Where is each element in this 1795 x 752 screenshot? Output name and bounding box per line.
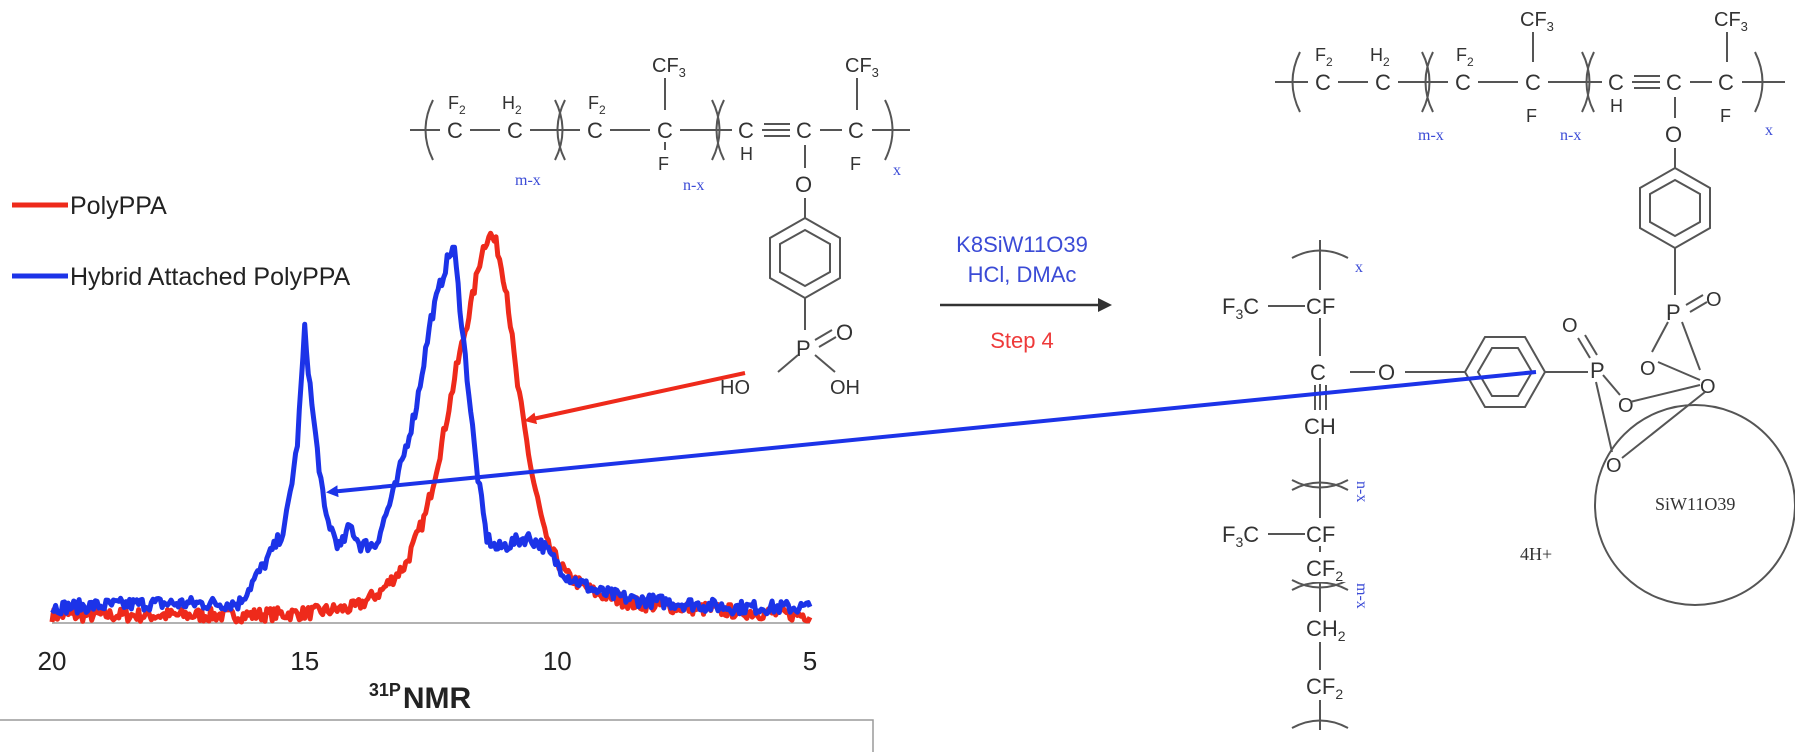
- svg-text:C: C: [1315, 70, 1331, 95]
- series-line-1: [50, 244, 813, 617]
- label-x-product: x: [1765, 122, 1773, 139]
- svg-text:C: C: [1666, 70, 1682, 95]
- x-tick-label: 10: [543, 646, 572, 676]
- x-axis-label-main: NMR: [403, 682, 472, 715]
- svg-text:O: O: [1640, 358, 1656, 380]
- svg-text:C: C: [738, 118, 754, 143]
- polymer-structure-start: C F2 C H2 m-x C F2 C CF3 F n-x C H C C C…: [410, 55, 910, 399]
- label-x-side: x: [1355, 259, 1363, 276]
- svg-text:F3C: F3C: [1222, 522, 1259, 550]
- red-annotation-arrow: [524, 371, 746, 425]
- svg-text:O: O: [1378, 360, 1395, 385]
- label-m-x-product: m-x: [1418, 127, 1444, 144]
- svg-text:O: O: [836, 320, 853, 345]
- svg-text:C: C: [796, 118, 812, 143]
- svg-text:C: C: [848, 118, 864, 143]
- svg-text:CH: CH: [1304, 414, 1336, 439]
- series-line-0: [49, 230, 813, 625]
- reagent-line-1: K8SiW11O39: [956, 232, 1088, 257]
- series-layer: [49, 230, 813, 625]
- svg-text:CF: CF: [1306, 294, 1335, 319]
- label-m-x-side: m-x: [1353, 583, 1370, 609]
- svg-text:OH: OH: [830, 377, 860, 399]
- svg-text:P: P: [1666, 300, 1681, 325]
- label-n-x: n-x: [683, 177, 704, 194]
- svg-text:O: O: [1706, 289, 1722, 311]
- x-tick-label: 15: [290, 646, 319, 676]
- annotation-box: [0, 719, 874, 752]
- x-tick-label: 20: [38, 646, 67, 676]
- legend-label-polyppa: PolyPPA: [70, 192, 167, 220]
- svg-text:P: P: [1590, 358, 1605, 383]
- nmr-chart: 20 15 10 5 31PNMR PolyPPA Hybrid Attached P…: [12, 192, 817, 715]
- svg-text:C: C: [1525, 70, 1541, 95]
- protons-label: 4H+: [1520, 544, 1552, 564]
- svg-text:CF: CF: [1306, 522, 1335, 547]
- svg-text:F: F: [1720, 106, 1731, 126]
- step-label: Step 4: [990, 328, 1054, 353]
- x-axis-label-superscript: 31P: [369, 680, 401, 700]
- svg-text:C: C: [1718, 70, 1734, 95]
- svg-text:CF3: CF3: [1520, 9, 1554, 34]
- svg-text:C: C: [1455, 70, 1471, 95]
- svg-text:O: O: [1665, 122, 1682, 147]
- chart-legend: PolyPPA Hybrid Attached PolyPPA: [12, 192, 351, 291]
- svg-text:C: C: [507, 118, 523, 143]
- label-x-start: x: [893, 162, 901, 179]
- label-n-x-side: n-x: [1353, 481, 1370, 502]
- svg-text:C: C: [1375, 70, 1391, 95]
- legend-label-hybrid: Hybrid Attached PolyPPA: [70, 263, 351, 291]
- svg-text:H: H: [1610, 96, 1623, 116]
- x-tick-label: 5: [803, 646, 817, 676]
- svg-text:C: C: [657, 118, 673, 143]
- svg-text:P: P: [796, 336, 811, 361]
- svg-text:O: O: [795, 172, 812, 197]
- svg-text:F: F: [658, 154, 669, 174]
- svg-text:O: O: [1606, 455, 1622, 477]
- svg-text:C: C: [587, 118, 603, 143]
- svg-text:C: C: [1608, 70, 1624, 95]
- svg-text:C: C: [447, 118, 463, 143]
- svg-text:CF3: CF3: [845, 55, 879, 80]
- svg-text:CF3: CF3: [1714, 9, 1748, 34]
- reaction-arrow-group: K8SiW11O39 HCl, DMAc Step 4: [940, 232, 1112, 353]
- polymer-structure-product: C F2 C H2 m-x C F2 C CF3 F n-x C H C C C…: [1222, 9, 1795, 730]
- svg-text:F: F: [850, 154, 861, 174]
- blue-annotation-arrow: [326, 370, 1537, 498]
- cluster-label: SiW11O39: [1655, 494, 1735, 514]
- svg-text:H: H: [740, 144, 753, 164]
- tick-layer: 20 15 10 5: [38, 646, 818, 676]
- svg-text:CF3: CF3: [652, 55, 686, 80]
- svg-text:C: C: [1310, 360, 1326, 385]
- label-m-x: m-x: [515, 172, 541, 189]
- svg-text:F3C: F3C: [1222, 294, 1259, 322]
- label-n-x-product: n-x: [1560, 127, 1581, 144]
- svg-text:O: O: [1562, 315, 1578, 337]
- svg-text:F: F: [1526, 106, 1537, 126]
- x-axis-label: 31PNMR: [369, 680, 472, 715]
- svg-text:HO: HO: [720, 377, 750, 399]
- reagent-line-2: HCl, DMAc: [968, 262, 1077, 287]
- svg-text:O: O: [1618, 395, 1634, 417]
